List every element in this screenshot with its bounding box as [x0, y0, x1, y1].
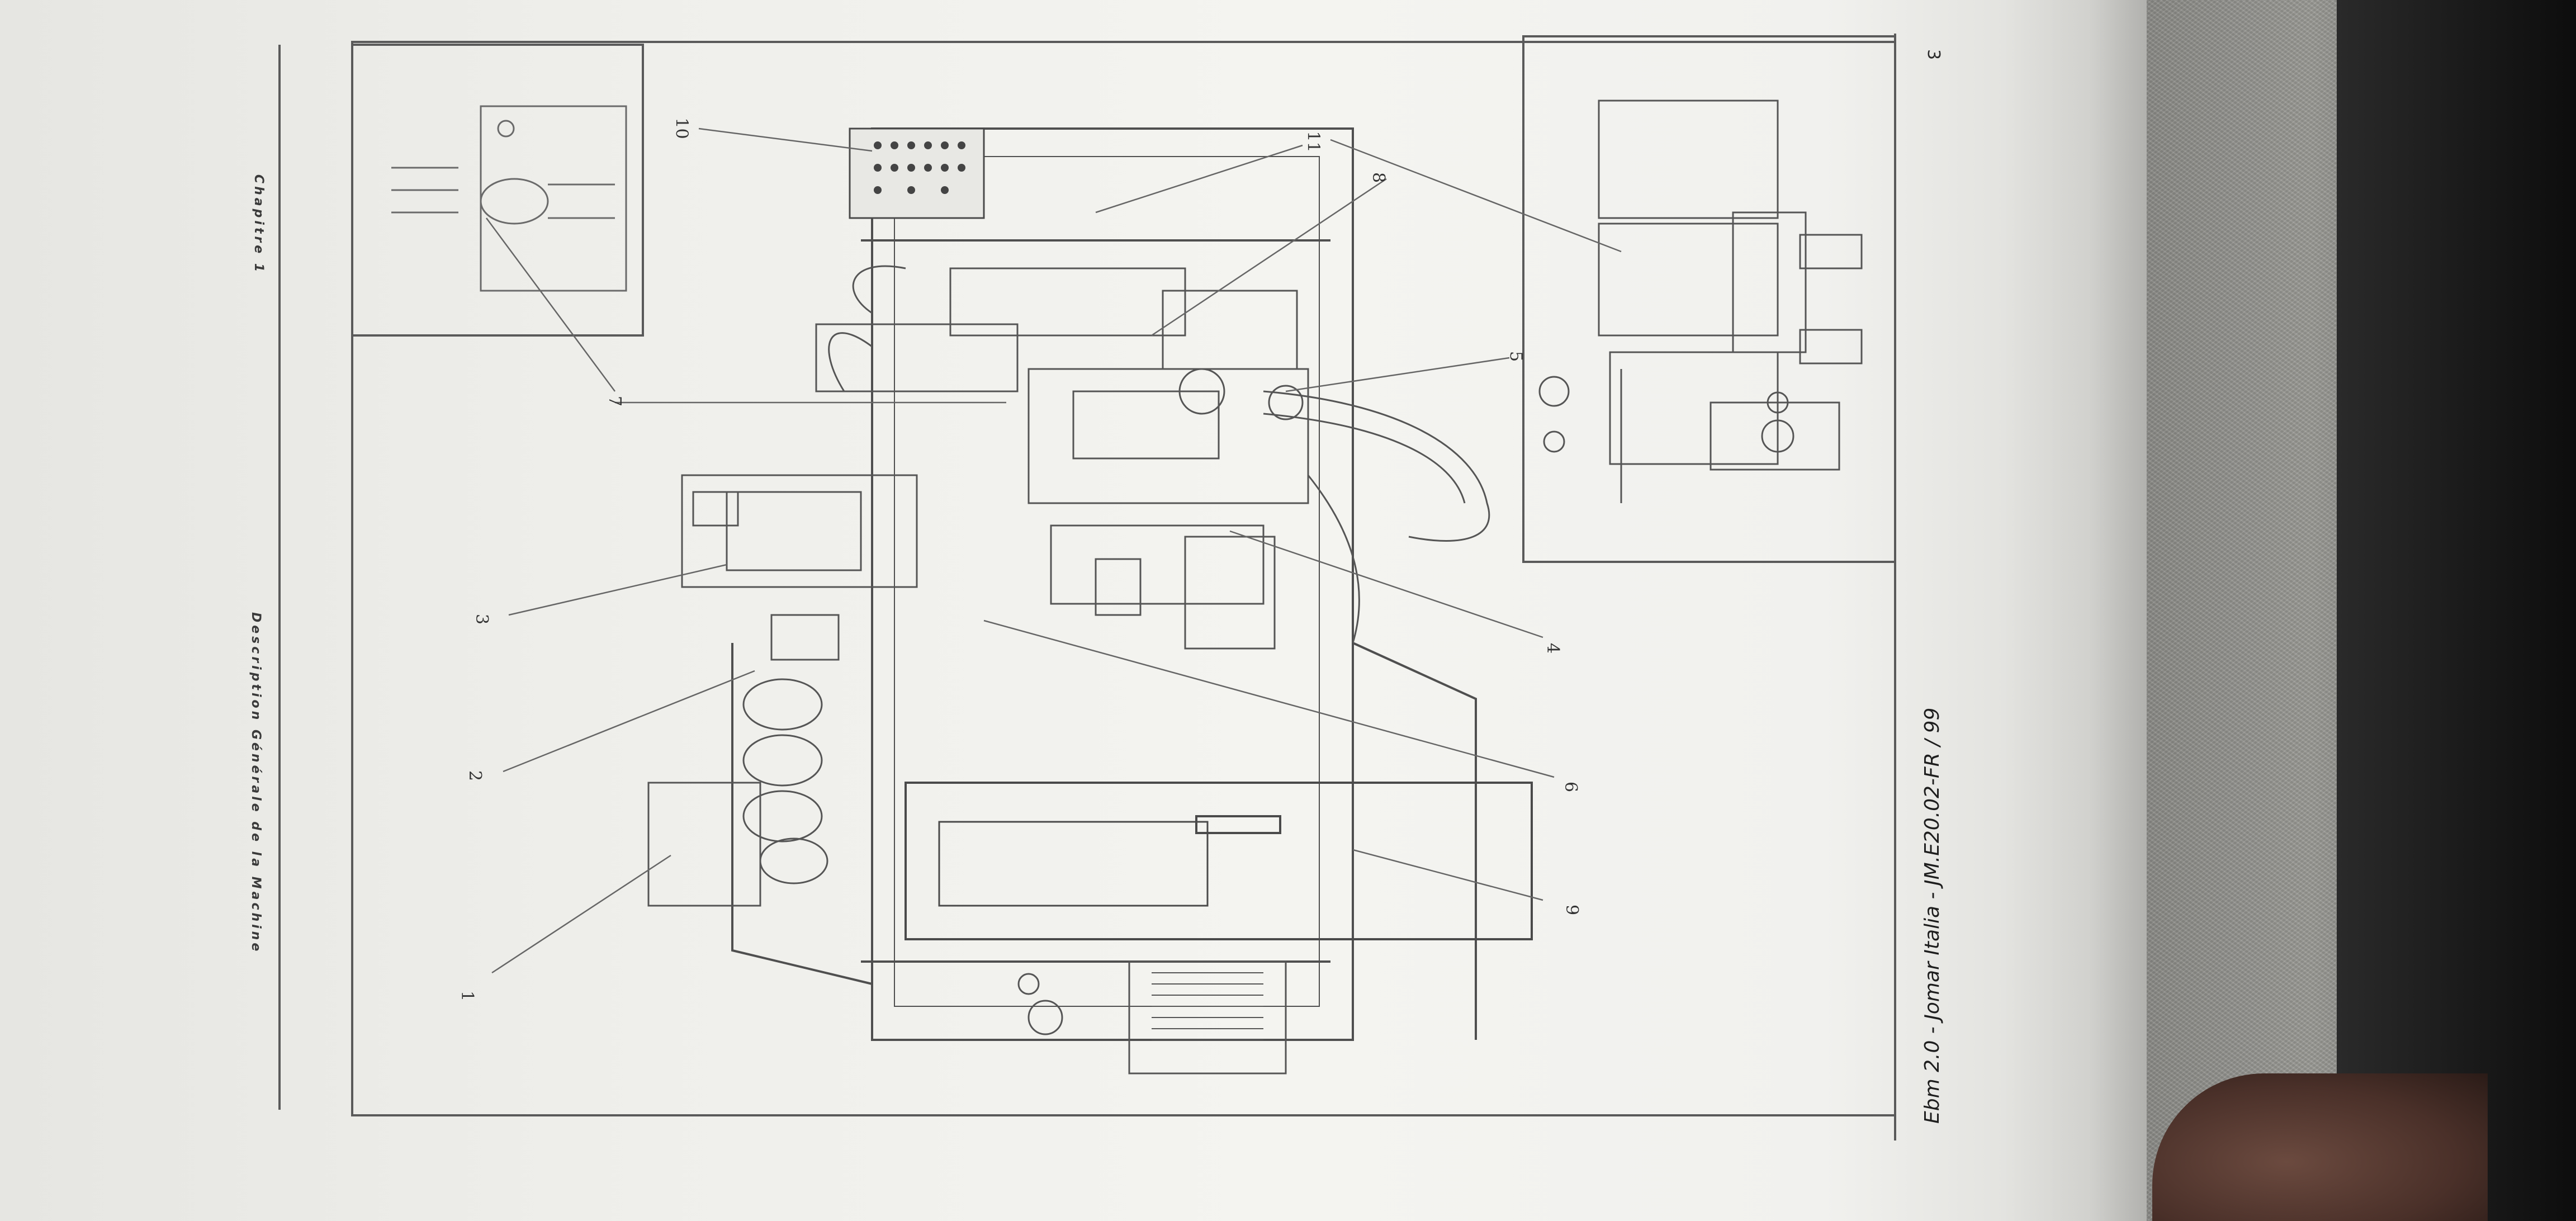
lower-cabinet [1017, 960, 1287, 1075]
paper-sheet [0, 0, 2147, 1221]
pump-motor-cluster [647, 491, 840, 907]
callout-number: 7 [605, 395, 625, 407]
machine-base-frame [731, 127, 1477, 1041]
callout-number: 3 [472, 613, 492, 625]
inset-cylinder-detail [1538, 100, 1863, 503]
background-hand [2152, 1073, 2488, 1221]
machine-door-panel [905, 782, 1533, 940]
footer-reference: Ebm 2.0 - Jomar Italia - JM.E20.02-FR / … [1921, 707, 1944, 1124]
figure-frame [351, 41, 1896, 1116]
callout-number: 6 [1561, 781, 1581, 793]
callout-number: 1 [457, 990, 477, 1002]
central-mechanism [681, 265, 1490, 650]
inset-right-frame [1522, 35, 1896, 563]
header-chapter-label: Chapitre 1 [252, 174, 266, 275]
callout-number: 4 [1543, 642, 1563, 654]
page-number: 3 [1924, 49, 1943, 60]
callout-number: 11 [1303, 131, 1323, 153]
callout-number: 2 [465, 770, 485, 782]
callout-number: 10 [671, 117, 692, 139]
paper-edge-shadow [2002, 0, 2147, 1221]
inset-valve-detail [391, 105, 627, 292]
callout-number: 5 [1506, 351, 1526, 362]
header-section-title: Description Générale de la Machine [249, 612, 263, 954]
background-dark [2337, 0, 2576, 1221]
callout-number: 9 [1562, 904, 1582, 916]
control-box [849, 127, 985, 219]
callout-leader-lines [485, 127, 1622, 974]
inset-top-frame [351, 44, 644, 337]
callout-number: 8 [1368, 172, 1389, 183]
